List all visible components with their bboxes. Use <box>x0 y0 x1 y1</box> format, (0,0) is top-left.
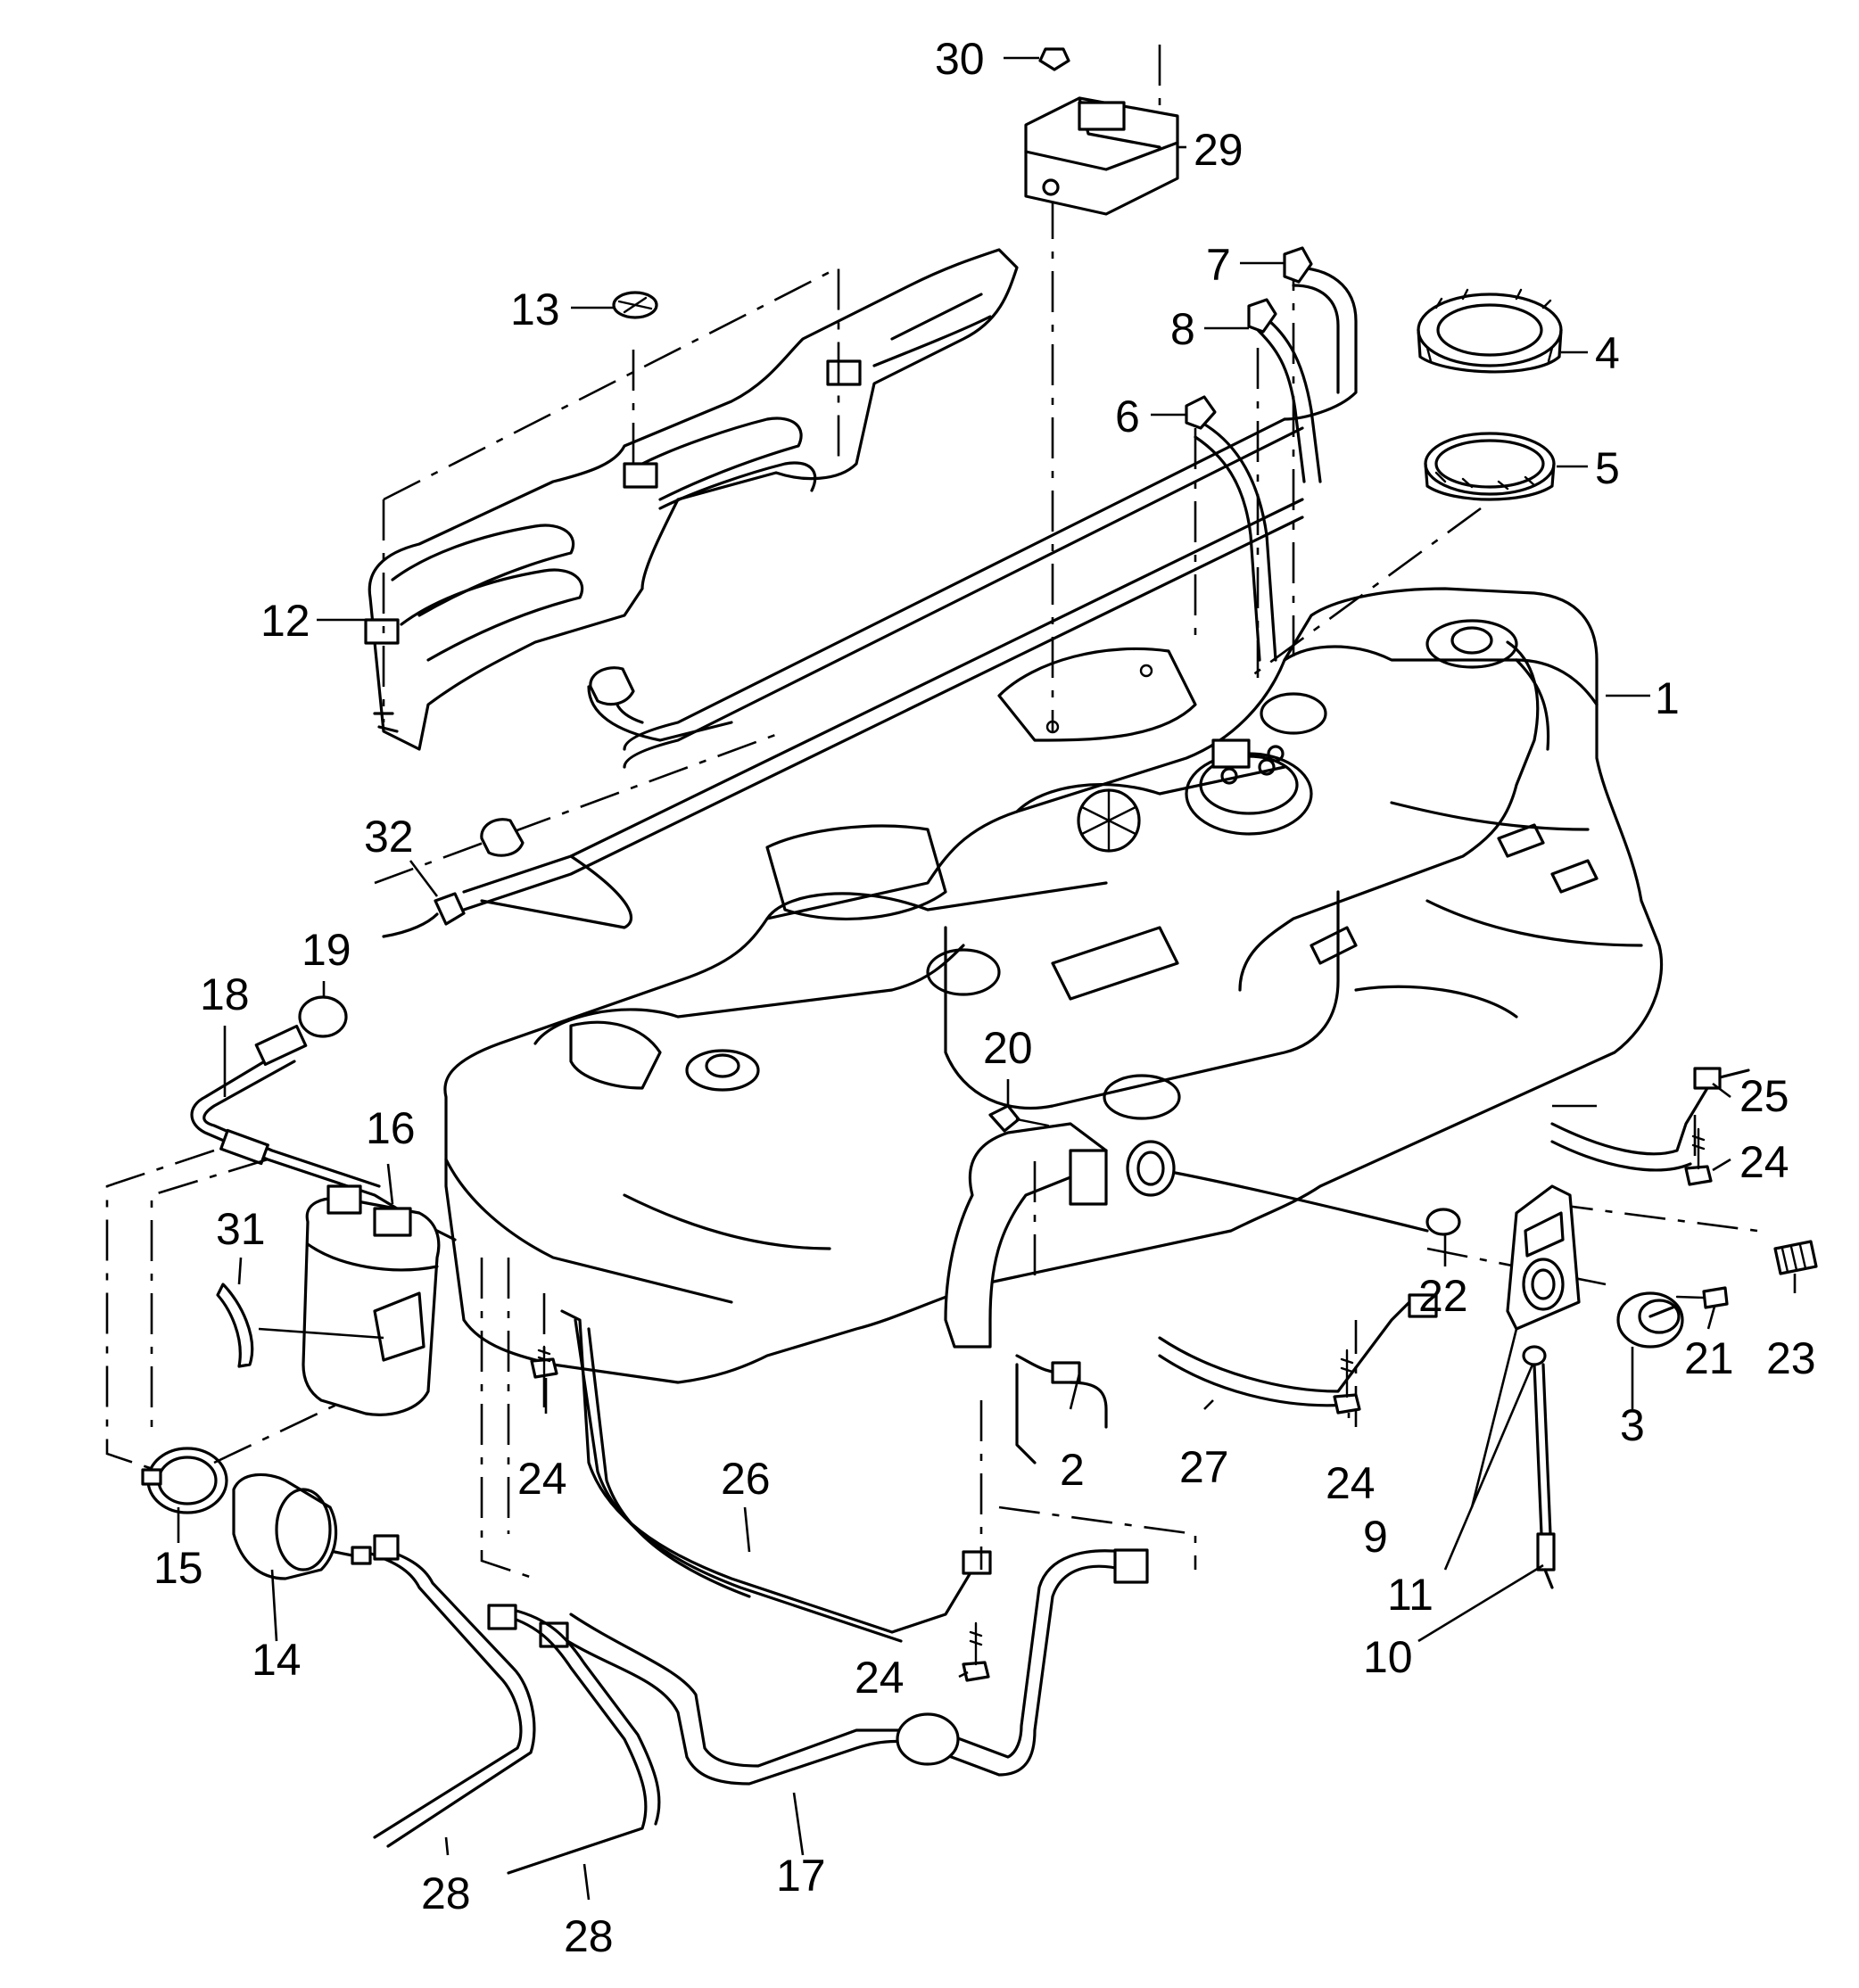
callout-1: 1 <box>1655 673 1680 723</box>
callout-31: 31 <box>216 1204 266 1254</box>
callout-25: 25 <box>1739 1071 1789 1121</box>
callout-5: 5 <box>1595 443 1620 493</box>
callout-24d: 24 <box>1739 1137 1789 1187</box>
fuel-lines <box>190 266 1750 1875</box>
locking-ring-4 <box>1417 288 1563 374</box>
clamp-31 <box>216 1283 254 1368</box>
callout-18: 18 <box>200 969 250 1019</box>
elbow-7 <box>1283 246 1313 284</box>
nut-30 <box>1038 47 1070 71</box>
callout-14: 14 <box>252 1635 302 1685</box>
callout-19: 19 <box>302 925 351 975</box>
grommet-19 <box>298 995 348 1038</box>
elbow-8 <box>1247 298 1277 334</box>
callout-26: 26 <box>721 1454 771 1504</box>
callout-24b: 24 <box>855 1653 905 1703</box>
bolt-24c <box>1333 1349 1361 1415</box>
callout-2: 2 <box>1060 1445 1085 1495</box>
callout-9: 9 <box>1363 1512 1388 1562</box>
bolt-20 <box>988 1104 1050 1133</box>
bracket-29 <box>1024 96 1179 216</box>
dash-leaders <box>105 45 1758 1580</box>
bolt-24d <box>1684 1127 1713 1186</box>
bracket-15 <box>141 1447 228 1514</box>
seal-5 <box>1424 432 1556 501</box>
callout-24c: 24 <box>1326 1458 1376 1508</box>
callout-20: 20 <box>983 1023 1033 1073</box>
callout-28a: 28 <box>421 1868 471 1918</box>
bolt-24a <box>530 1345 558 1379</box>
screw-21 <box>1675 1286 1729 1309</box>
callout-8: 8 <box>1170 304 1195 354</box>
callout-28b: 28 <box>564 1911 614 1961</box>
callout-16: 16 <box>366 1103 416 1153</box>
callout-15: 15 <box>153 1543 203 1593</box>
heat-shield <box>364 248 1019 751</box>
callout-21: 21 <box>1684 1333 1734 1383</box>
callout-29: 29 <box>1194 125 1243 175</box>
callout-leaders <box>177 56 1797 1901</box>
callout-27: 27 <box>1179 1442 1229 1492</box>
callout-3: 3 <box>1620 1400 1645 1450</box>
callout-32: 32 <box>364 812 414 862</box>
callout-labels: 1 2 3 4 5 6 7 8 9 10 11 12 13 14 15 16 1… <box>153 34 1816 1961</box>
clip-13 <box>612 291 658 319</box>
fuel-filter-14 <box>232 1472 372 1580</box>
small-parts <box>141 47 1818 1682</box>
plug-23 <box>1773 1240 1818 1275</box>
callout-24a: 24 <box>517 1454 567 1504</box>
callout-6: 6 <box>1115 392 1140 441</box>
carbon-canister-16 <box>302 1184 441 1416</box>
callout-13: 13 <box>510 285 560 334</box>
fuel-tank <box>443 587 1664 1384</box>
bolt-24b <box>962 1621 990 1682</box>
callout-30: 30 <box>935 34 985 84</box>
callout-23: 23 <box>1766 1333 1816 1383</box>
callout-11: 11 <box>1387 1570 1433 1620</box>
callout-4: 4 <box>1595 328 1620 378</box>
callout-7: 7 <box>1206 240 1231 290</box>
release-cable-10 <box>1522 1345 1556 1589</box>
sleeve-22 <box>1425 1208 1461 1236</box>
fuel-cap-3 <box>1616 1291 1684 1349</box>
callout-10: 10 <box>1363 1632 1413 1682</box>
callout-17: 17 <box>776 1851 826 1901</box>
callout-22: 22 <box>1418 1271 1468 1321</box>
callout-12: 12 <box>260 596 310 646</box>
filler-housing-9 <box>1506 1184 1581 1331</box>
elbow-6 <box>1185 395 1217 430</box>
connector-32 <box>382 892 466 938</box>
